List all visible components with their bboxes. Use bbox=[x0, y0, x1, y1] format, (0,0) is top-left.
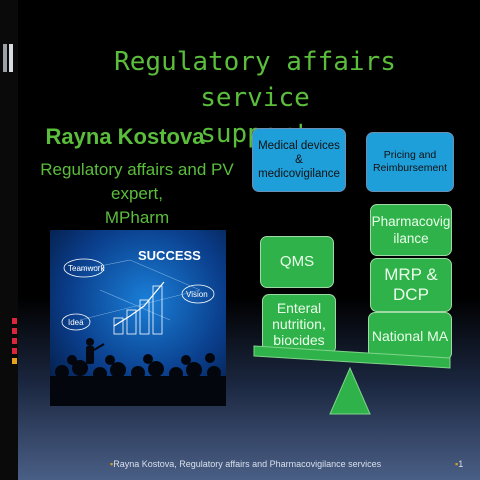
page-number: ▪1 bbox=[455, 459, 463, 469]
enteral-line-2: nutrition, bbox=[272, 316, 326, 332]
pharmacovig-line-2: ilance bbox=[393, 231, 429, 246]
page-bullet-icon: ▪ bbox=[455, 459, 459, 469]
pricing-line-1: Pricing and bbox=[383, 149, 437, 161]
footer-bullet-icon: ▪ bbox=[110, 459, 114, 469]
national-ma-box: National MA bbox=[368, 312, 452, 360]
title-line-1: Regulatory affairs service bbox=[114, 47, 396, 113]
audience-silhouettes bbox=[50, 353, 226, 406]
success-label: SUCCESS bbox=[138, 248, 201, 263]
balance-beam bbox=[253, 345, 451, 369]
balance-scale-graphic bbox=[253, 345, 451, 415]
slide-footer: ▪Rayna Kostova, Regulatory affairs and P… bbox=[110, 459, 381, 469]
mrp-line-2: DCP bbox=[393, 285, 429, 304]
mrp-line-1: MRP & bbox=[384, 265, 438, 284]
mrp-dcp-box: MRP & DCP bbox=[370, 258, 452, 312]
page-number-value: 1 bbox=[458, 459, 464, 469]
national-ma-label: National MA bbox=[371, 328, 449, 344]
medical-devices-line-2: & bbox=[295, 154, 303, 166]
pharmacovig-line-1: Pharmacovig bbox=[371, 214, 451, 229]
qms-label: QMS bbox=[279, 253, 315, 270]
slide-corner-decoration bbox=[3, 44, 15, 72]
teamwork-label: Teamwork bbox=[68, 264, 105, 273]
pricing-line-2: Reimbursement bbox=[372, 162, 448, 174]
side-color-strip bbox=[12, 318, 17, 368]
presenter-silhouette bbox=[86, 338, 105, 364]
footer-text: Rayna Kostova, Regulatory affairs and Ph… bbox=[113, 459, 382, 469]
qms-box: QMS bbox=[260, 236, 334, 288]
author-role: Regulatory affairs and PV expert, MPharm bbox=[24, 158, 250, 230]
success-presentation-image: SUCCESS Teamwork Vision Idea bbox=[50, 230, 226, 406]
author-role-line-2: MPharm bbox=[104, 208, 170, 227]
author-role-line-1: Regulatory affairs and PV expert, bbox=[40, 160, 234, 203]
idea-label: Idea bbox=[68, 318, 84, 327]
enteral-nutrition-box: Enteral nutrition, biocides bbox=[262, 294, 336, 354]
medical-devices-box: Medical devices & medicovigilance bbox=[252, 128, 346, 192]
vision-label: Vision bbox=[186, 290, 208, 299]
success-illustration: SUCCESS Teamwork Vision Idea bbox=[50, 248, 226, 406]
medical-devices-line-1: Medical devices bbox=[258, 140, 340, 152]
enteral-line-3: biocides bbox=[273, 332, 325, 348]
pricing-reimbursement-box: Pricing and Reimbursement bbox=[366, 132, 454, 192]
enteral-line-1: Enteral bbox=[276, 300, 322, 316]
balance-fulcrum bbox=[329, 366, 371, 415]
author-name: Rayna Kostova bbox=[45, 124, 205, 149]
medical-devices-line-3: medicovigilance bbox=[258, 168, 340, 180]
pharmacovigilance-box: Pharmacovig ilance bbox=[370, 204, 452, 256]
left-sidebar-bar bbox=[0, 0, 18, 480]
